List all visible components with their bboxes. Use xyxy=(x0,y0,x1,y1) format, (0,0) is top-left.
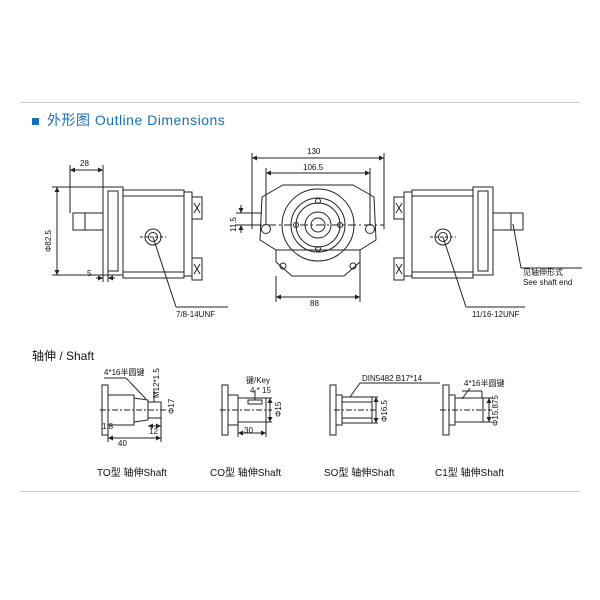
to-dia-label: Φ17 xyxy=(167,398,176,414)
c1-caption: C1型 轴伸Shaft xyxy=(435,466,504,479)
shaft-co-view xyxy=(220,384,273,437)
dim-11-5-label: 11.5 xyxy=(229,216,238,232)
so-spline-label: DIN5482 B17*14 xyxy=(362,374,423,383)
to-caption: TO型 轴伸Shaft xyxy=(97,466,167,479)
to-thread-label: M12*1.5 xyxy=(152,368,161,398)
so-dia-label: Φ16.5 xyxy=(380,399,389,422)
shaft-note-en: See shaft end xyxy=(523,278,572,287)
dim-88-label: 88 xyxy=(310,299,319,308)
shaft-to-view xyxy=(100,377,166,442)
shaft-so-view xyxy=(329,382,440,436)
page-title-text: 外形图 Outline Dimensions xyxy=(47,112,226,128)
to-len12-label: 12 xyxy=(149,427,158,436)
dim-130-label: 130 xyxy=(307,147,321,156)
co-key-label: 键/Key xyxy=(246,375,270,385)
top-divider xyxy=(20,102,580,103)
co-dia-label: Φ15 xyxy=(274,401,283,417)
port-right-label: 11/16-12UNF xyxy=(472,310,520,319)
dim-5-label: 5 xyxy=(87,269,92,278)
co-caption: CO型 轴伸Shaft xyxy=(210,466,281,479)
co-len30-label: 30 xyxy=(244,426,253,435)
co-key-size-label: 4 * 15 xyxy=(250,386,271,395)
square-bullet-icon xyxy=(32,117,39,125)
c1-dia-label: Φ15.875 xyxy=(491,395,500,426)
c1-key-label: 4*16半圆键 xyxy=(464,378,504,388)
dim-82-5-label: Φ82.5 xyxy=(44,229,53,252)
shaft-section-title: 轴伸 / Shaft xyxy=(32,349,95,363)
bottom-divider xyxy=(20,491,580,492)
dim-106-5-label: 106.5 xyxy=(303,163,324,172)
right-side-view xyxy=(393,186,582,308)
left-side-view xyxy=(52,165,228,308)
shaft-c1-view xyxy=(440,384,492,436)
to-taper-label: 1:8 xyxy=(102,422,114,431)
to-key-label: 4*16半圆键 xyxy=(104,367,144,377)
front-view xyxy=(236,153,385,302)
shaft-note-cn: 见轴伸形式 xyxy=(523,267,563,277)
to-len40-label: 40 xyxy=(118,439,127,448)
page-title: 外形图 Outline Dimensions xyxy=(32,110,225,130)
port-left-label: 7/8-14UNF xyxy=(176,310,215,319)
dim-28-label: 28 xyxy=(80,159,89,168)
so-caption: SO型 轴伸Shaft xyxy=(324,466,395,479)
